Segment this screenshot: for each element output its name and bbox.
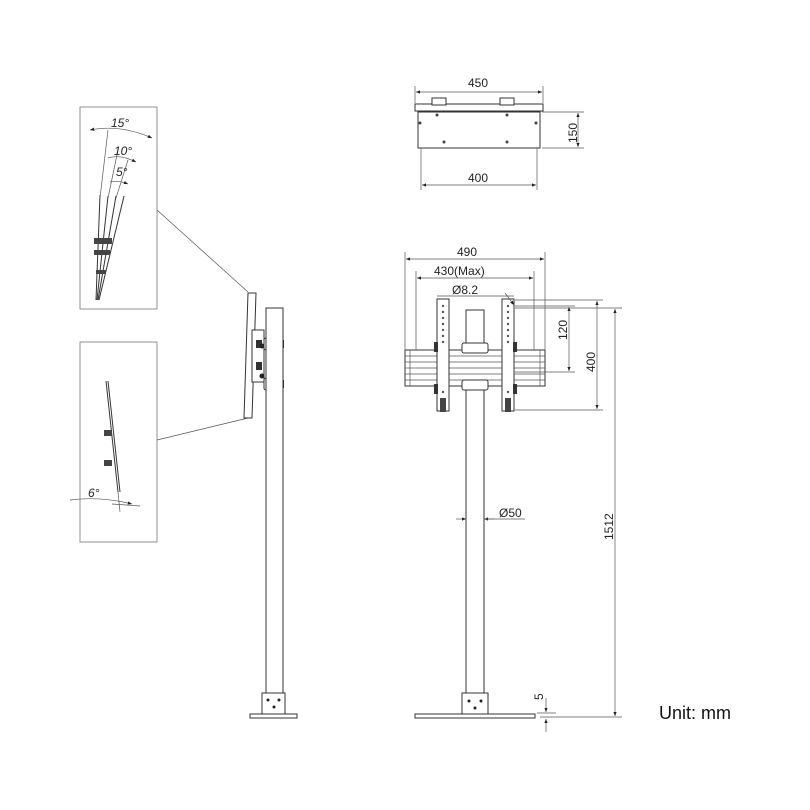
- side-view: [243, 292, 298, 719]
- tilt-detail-panel-top: 15° 10° 5°: [79, 106, 158, 310]
- pole-diameter-label: Ø50: [499, 506, 522, 520]
- detail-leader-bottom: [156, 417, 249, 441]
- front-view: 490 430(Max) Ø8.2 120 400 Ø50 1512: [404, 245, 622, 732]
- top-width-inner-label: 400: [468, 171, 488, 185]
- front-mount-width-label: 430(Max): [434, 264, 485, 278]
- top-width-outer-label: 450: [468, 76, 488, 90]
- tilt-detail-panel-bottom: 6°: [69, 341, 158, 543]
- rail-spacing-label: 120: [556, 320, 570, 340]
- forward-tilt-angle: 6°: [88, 486, 100, 500]
- front-overall-width-label: 490: [457, 245, 477, 259]
- vertical-range-label: 400: [584, 352, 598, 372]
- top-view: 450 150 400: [414, 76, 584, 190]
- hole-diameter-label: Ø8.2: [452, 283, 478, 297]
- top-depth-label: 150: [566, 123, 580, 143]
- tilt-angle-15: 15°: [111, 116, 129, 130]
- tilt-angle-10: 10°: [114, 144, 132, 158]
- tilt-angle-5: 5°: [116, 165, 128, 179]
- detail-leader-top: [156, 209, 249, 293]
- base-thickness-label: 5: [532, 693, 546, 700]
- total-height-label: 1512: [602, 513, 616, 540]
- unit-label: Unit: mm: [659, 703, 731, 723]
